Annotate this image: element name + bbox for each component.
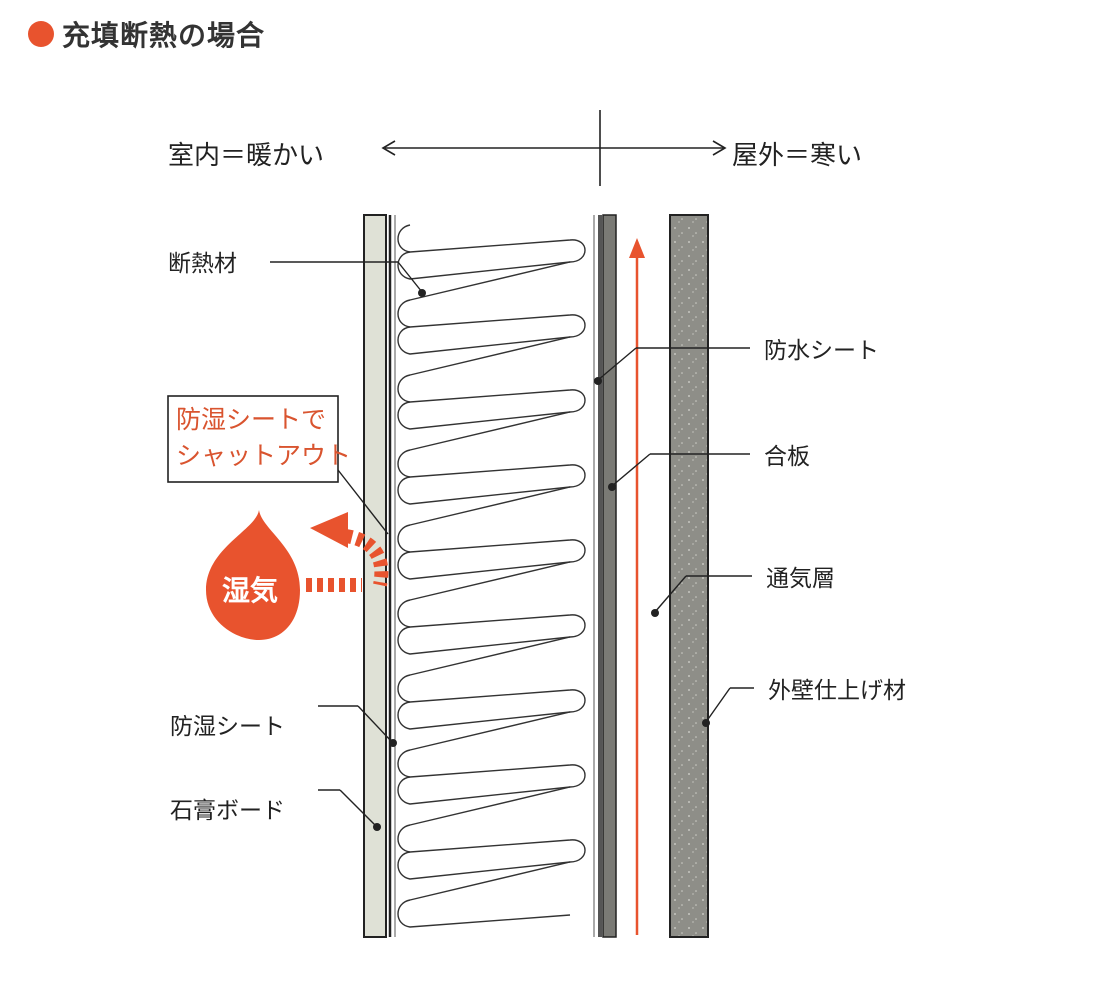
plywood xyxy=(602,214,617,938)
label-exterior-finish: 外壁仕上げ材 xyxy=(768,678,906,704)
airflow-arrow-icon xyxy=(629,238,645,258)
page-title: 充填断熱の場合 xyxy=(62,19,266,52)
label-waterproof-sheet: 防水シート xyxy=(764,338,879,364)
leader-dot xyxy=(594,377,602,385)
label-vapor-barrier: 防湿シート xyxy=(170,714,285,740)
callout-line-1: 防湿シートで xyxy=(176,405,326,434)
callout-leader xyxy=(337,469,389,535)
leader-dot xyxy=(373,823,381,831)
waterproof-sheet xyxy=(598,215,602,937)
callout-line-2: シャットアウト xyxy=(176,441,351,470)
leader-dot xyxy=(418,289,426,297)
leader-dot xyxy=(389,739,397,747)
label-insulation: 断熱材 xyxy=(168,251,237,277)
indoor-label: 室内＝暖かい xyxy=(168,141,324,171)
title-bullet-icon xyxy=(28,21,54,47)
outdoor-label: 屋外＝寒い xyxy=(732,141,862,171)
label-plywood: 合板 xyxy=(764,444,810,470)
callout-box xyxy=(167,395,339,483)
deflect-arrow-icon xyxy=(310,512,348,548)
label-ventilation-layer: 通気層 xyxy=(766,566,835,592)
leader-dot xyxy=(702,719,710,727)
label-gypsum-board: 石膏ボード xyxy=(170,798,285,824)
insulation-batt xyxy=(397,224,586,928)
moisture-drop-icon xyxy=(206,510,300,640)
arrow-left-icon xyxy=(381,140,396,156)
leader-dot xyxy=(651,609,659,617)
arrow-right-icon xyxy=(712,140,727,156)
title-row: 充填断熱の場合 xyxy=(28,14,265,54)
moisture-blocked-path xyxy=(306,512,389,592)
leader-dot xyxy=(608,483,616,491)
moisture-label: 湿気 xyxy=(222,574,278,607)
